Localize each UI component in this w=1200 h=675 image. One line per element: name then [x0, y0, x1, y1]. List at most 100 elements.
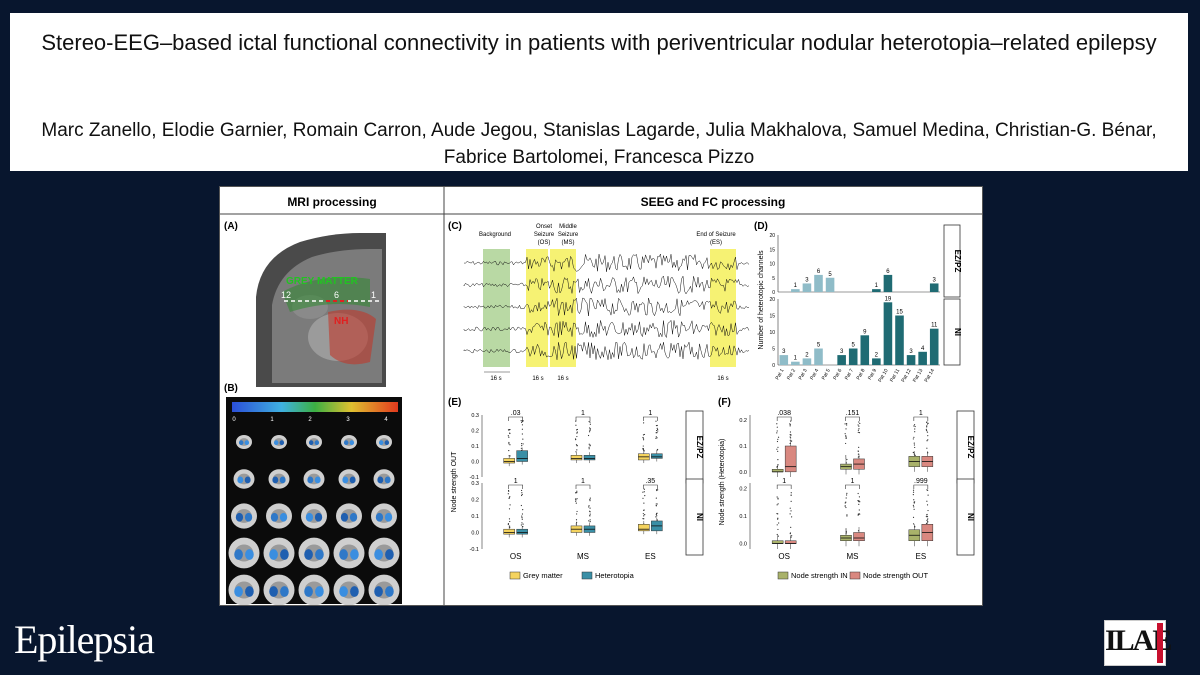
- connectivity-blob: [237, 476, 244, 484]
- panel-f-outlier: [776, 496, 778, 498]
- panel-f-outlier: [927, 439, 929, 441]
- panel-e-legend-swatch: [581, 571, 593, 580]
- panel-e-outlier: [522, 509, 524, 511]
- panel-f-outlier: [845, 442, 847, 445]
- panel-f-outlier: [913, 436, 915, 438]
- connectivity-blob: [245, 549, 254, 560]
- panel-f-outlier: [925, 428, 927, 430]
- panel-f-outlier: [777, 436, 780, 438]
- connectivity-blob: [342, 476, 349, 484]
- panel-d-bar: [814, 348, 823, 365]
- panel-e-outlier: [521, 517, 523, 519]
- panel-e-box: [516, 450, 528, 462]
- panel-e-outlier: [642, 518, 644, 520]
- panel-f-outlier: [777, 517, 779, 519]
- panel-e-outlier: [508, 497, 511, 499]
- panel-label-d: (D): [754, 221, 768, 232]
- panel-f-outlier: [777, 503, 779, 505]
- panel-e-outlier: [589, 513, 591, 515]
- panel-d-ytick: 10: [769, 330, 775, 336]
- panel-f-pvalue: 1: [782, 478, 786, 485]
- panel-d-bar: [872, 289, 881, 292]
- connectivity-blob: [374, 586, 383, 597]
- connectivity-blob: [339, 586, 348, 597]
- panel-e-outlier: [575, 444, 578, 446]
- panel-d-category-label: Pat 3: [798, 368, 809, 381]
- panel-e-outlier: [588, 448, 590, 450]
- panel-f-outlier: [927, 489, 929, 491]
- panel-e-outlier: [589, 497, 591, 499]
- connectivity-blob: [339, 549, 348, 560]
- panel-e-pvalue-bracket: [643, 416, 658, 421]
- connectivity-blob: [308, 440, 314, 446]
- panel-f-outlier: [858, 509, 860, 511]
- panel-d-category-label: Pat 9: [867, 368, 878, 381]
- panel-e-outlier: [509, 432, 511, 435]
- panel-f-legend-label: Node strength OUT: [863, 571, 928, 580]
- panel-f-outlier: [914, 446, 916, 449]
- panel-d-row-label: NI: [953, 328, 962, 336]
- connectivity-blob: [377, 476, 384, 484]
- label-onset-1: Onset: [536, 224, 552, 230]
- panel-e-outlier: [656, 503, 658, 505]
- panel-f-outlier: [927, 422, 929, 424]
- panel-d-ytick: 20: [769, 297, 775, 303]
- panel-f-row-label: EZ/PZ: [966, 436, 975, 459]
- connectivity-blob: [350, 586, 359, 597]
- connectivity-blob: [279, 512, 288, 522]
- panel-e-outlier: [656, 437, 658, 439]
- panel-d-bar-label: 6: [886, 269, 890, 275]
- panel-d-bar-label: 3: [933, 277, 937, 283]
- connectivity-blob: [279, 476, 286, 484]
- colorbar-tick: 2: [308, 417, 312, 423]
- panel-e-outlier: [521, 421, 523, 424]
- panel-e-outlier: [508, 429, 510, 431]
- panel-e-outlier: [521, 433, 523, 435]
- panel-e-outlier: [643, 509, 645, 512]
- panel-f-outlier: [777, 498, 779, 500]
- panel-e-ytick: 0.2: [471, 429, 479, 435]
- panel-f-outlier: [845, 436, 847, 438]
- panel-e-outlier: [642, 448, 644, 450]
- panel-e-outlier: [588, 427, 591, 429]
- window-background: [483, 249, 510, 367]
- connectivity-blob: [314, 476, 321, 484]
- panel-e-outlier: [576, 491, 578, 494]
- panel-e-outlier: [589, 499, 591, 501]
- panel-f-outlier: [790, 492, 792, 494]
- panel-e-outlier: [521, 493, 523, 496]
- panel-f-outlier: [777, 518, 779, 520]
- panel-d-ytick: 0: [772, 290, 775, 296]
- mri-coronal-slice: [256, 233, 386, 387]
- panel-e-outlier: [574, 498, 577, 500]
- label-onset-2: Seizure: [534, 232, 555, 238]
- panel-e-outlier: [589, 429, 591, 431]
- panel-e-outlier: [575, 492, 577, 494]
- panel-e-box: [638, 524, 650, 532]
- connectivity-blob: [384, 476, 391, 484]
- panel-f-outlier: [858, 446, 860, 449]
- panel-e-pvalue: .35: [645, 478, 655, 485]
- panel-d-category-label: Pat 7: [844, 368, 855, 381]
- connectivity-blob: [304, 586, 313, 597]
- panel-d-bar: [929, 328, 939, 365]
- panel-e-outlier: [656, 432, 658, 434]
- panel-d-bar: [814, 274, 823, 292]
- panel-f-ytick: 0.0: [739, 542, 747, 548]
- panel-d-category-label: Pat 4: [809, 368, 820, 381]
- panel-e-outlier: [507, 522, 510, 525]
- panel-d-bar-label: 1: [794, 283, 798, 289]
- panel-f-outlier: [857, 424, 859, 426]
- panel-e-pvalue-bracket: [643, 484, 658, 489]
- panel-f-legend-swatch: [777, 571, 789, 580]
- panel-d-bar: [837, 355, 846, 365]
- seeg-channel-trace: [463, 297, 750, 317]
- panel-e-row-label: NI: [695, 513, 704, 521]
- duration-middle: 16 s: [557, 376, 568, 382]
- panel-e-outlier: [657, 428, 659, 431]
- panel-d-bar-label: 2: [805, 352, 809, 358]
- panel-e-outlier: [576, 428, 579, 431]
- panel-e-outlier: [588, 505, 590, 507]
- panel-f-outlier: [914, 454, 916, 456]
- label-contact-12: 12: [281, 290, 291, 300]
